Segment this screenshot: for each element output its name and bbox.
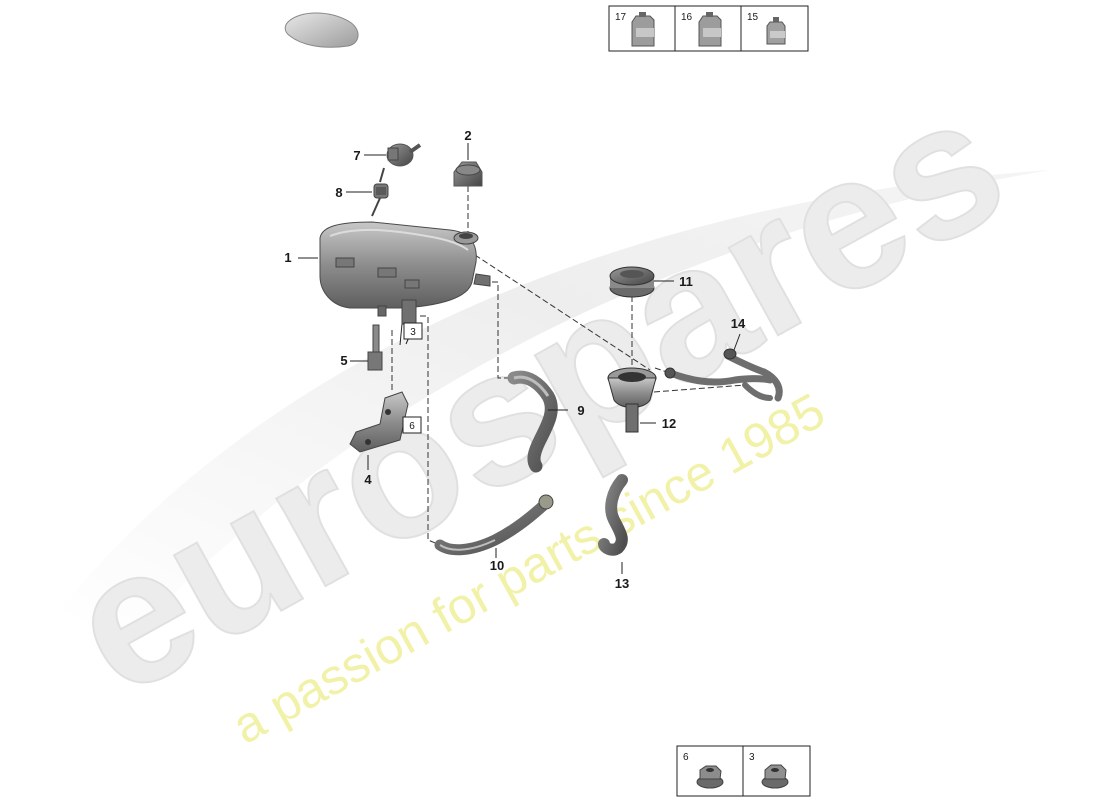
boxed-ref-label: 6 [409, 421, 415, 432]
callout-1[interactable]: 1 [284, 250, 291, 265]
fluid-cell-label: 17 [615, 12, 627, 23]
hardware-cell-6[interactable]: 6 [683, 752, 724, 789]
part-13-hose[interactable] [598, 474, 628, 556]
callout-7[interactable]: 7 [353, 148, 360, 163]
callout-4[interactable]: 4 [364, 472, 372, 487]
leader-lines [298, 143, 741, 574]
part-14-pipe-assembly[interactable] [664, 348, 783, 402]
fluid-canister-large-icon [631, 12, 655, 47]
part-8-grommet[interactable] [371, 183, 389, 217]
boxed-ref-6[interactable]: 6 [402, 416, 422, 434]
callout-11[interactable]: 11 [679, 274, 693, 289]
part-2-cap[interactable] [453, 161, 483, 187]
callouts: 1 2 4 5 7 8 9 10 11 12 13 14 [284, 128, 746, 591]
part-12-filler-neck[interactable] [607, 367, 657, 433]
fluid-cell-15[interactable]: 15 [747, 12, 786, 45]
fluid-cell-17[interactable]: 17 [615, 12, 655, 47]
callout-12[interactable]: 12 [662, 416, 676, 431]
fluid-canister-large-icon [698, 12, 722, 47]
part-10-hose[interactable] [434, 494, 554, 556]
hardware-table: 6 3 [676, 745, 811, 797]
callout-14[interactable]: 14 [731, 316, 746, 331]
boxed-ref-label: 3 [410, 327, 416, 338]
part-4-bracket[interactable] [349, 391, 409, 453]
callout-13[interactable]: 13 [615, 576, 629, 591]
part-7-valve[interactable] [379, 143, 422, 183]
callout-2[interactable]: 2 [464, 128, 471, 143]
fluid-cell-label: 16 [681, 12, 693, 23]
hardware-cell-label: 3 [749, 752, 755, 763]
callout-5[interactable]: 5 [340, 353, 347, 368]
part-5-bolt[interactable] [367, 324, 383, 371]
callout-8[interactable]: 8 [335, 185, 342, 200]
part-11-filler-cap[interactable] [609, 266, 655, 298]
assembly-lines [391, 168, 746, 546]
fluid-cell-16[interactable]: 16 [681, 12, 722, 47]
vehicle-silhouette-icon [284, 12, 359, 48]
fluid-table: 17 16 15 [608, 5, 809, 52]
fluid-cell-label: 15 [747, 12, 759, 23]
flange-nut-icon [696, 765, 724, 789]
hardware-cell-3[interactable]: 3 [749, 752, 789, 789]
boxed-ref-3[interactable]: 3 [403, 322, 423, 340]
part-9-hose[interactable] [507, 370, 558, 473]
hardware-cell-label: 6 [683, 752, 689, 763]
hex-nut-icon [761, 764, 789, 789]
part-1-expansion-tank[interactable] [319, 221, 491, 325]
callout-9[interactable]: 9 [577, 403, 584, 418]
fluid-bottle-small-icon [766, 17, 786, 45]
callout-10[interactable]: 10 [490, 558, 504, 573]
